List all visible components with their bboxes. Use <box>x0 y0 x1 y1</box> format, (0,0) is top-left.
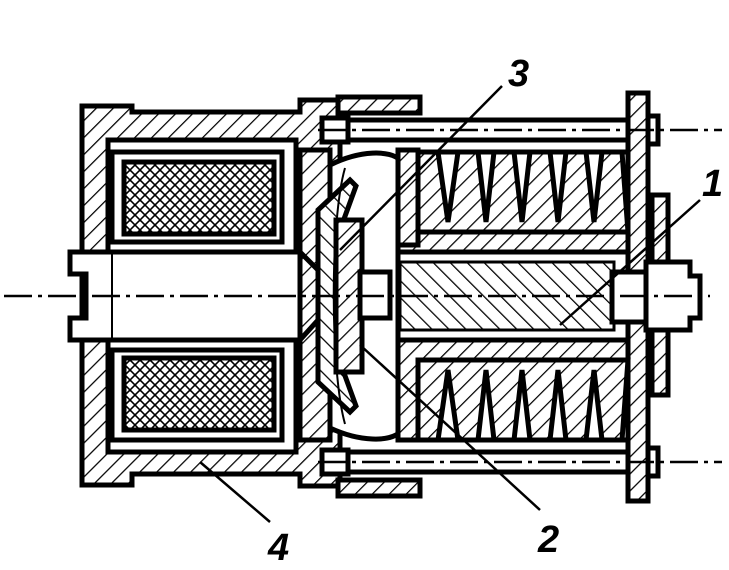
callout-3: 3 <box>508 53 529 95</box>
callout-2: 2 <box>537 519 559 561</box>
top-flange <box>335 94 423 116</box>
leader-2 <box>359 344 541 511</box>
bellows-lower <box>395 337 631 443</box>
leader-3 <box>339 85 503 251</box>
callout-4: 4 <box>267 527 289 569</box>
leader-1 <box>559 199 701 326</box>
bottom-flange <box>335 477 423 499</box>
leader-4 <box>199 461 271 523</box>
coil-upper <box>109 149 285 245</box>
callout-1: 1 <box>702 163 723 205</box>
bellows-upper <box>395 147 631 255</box>
coil-lower <box>109 347 285 443</box>
